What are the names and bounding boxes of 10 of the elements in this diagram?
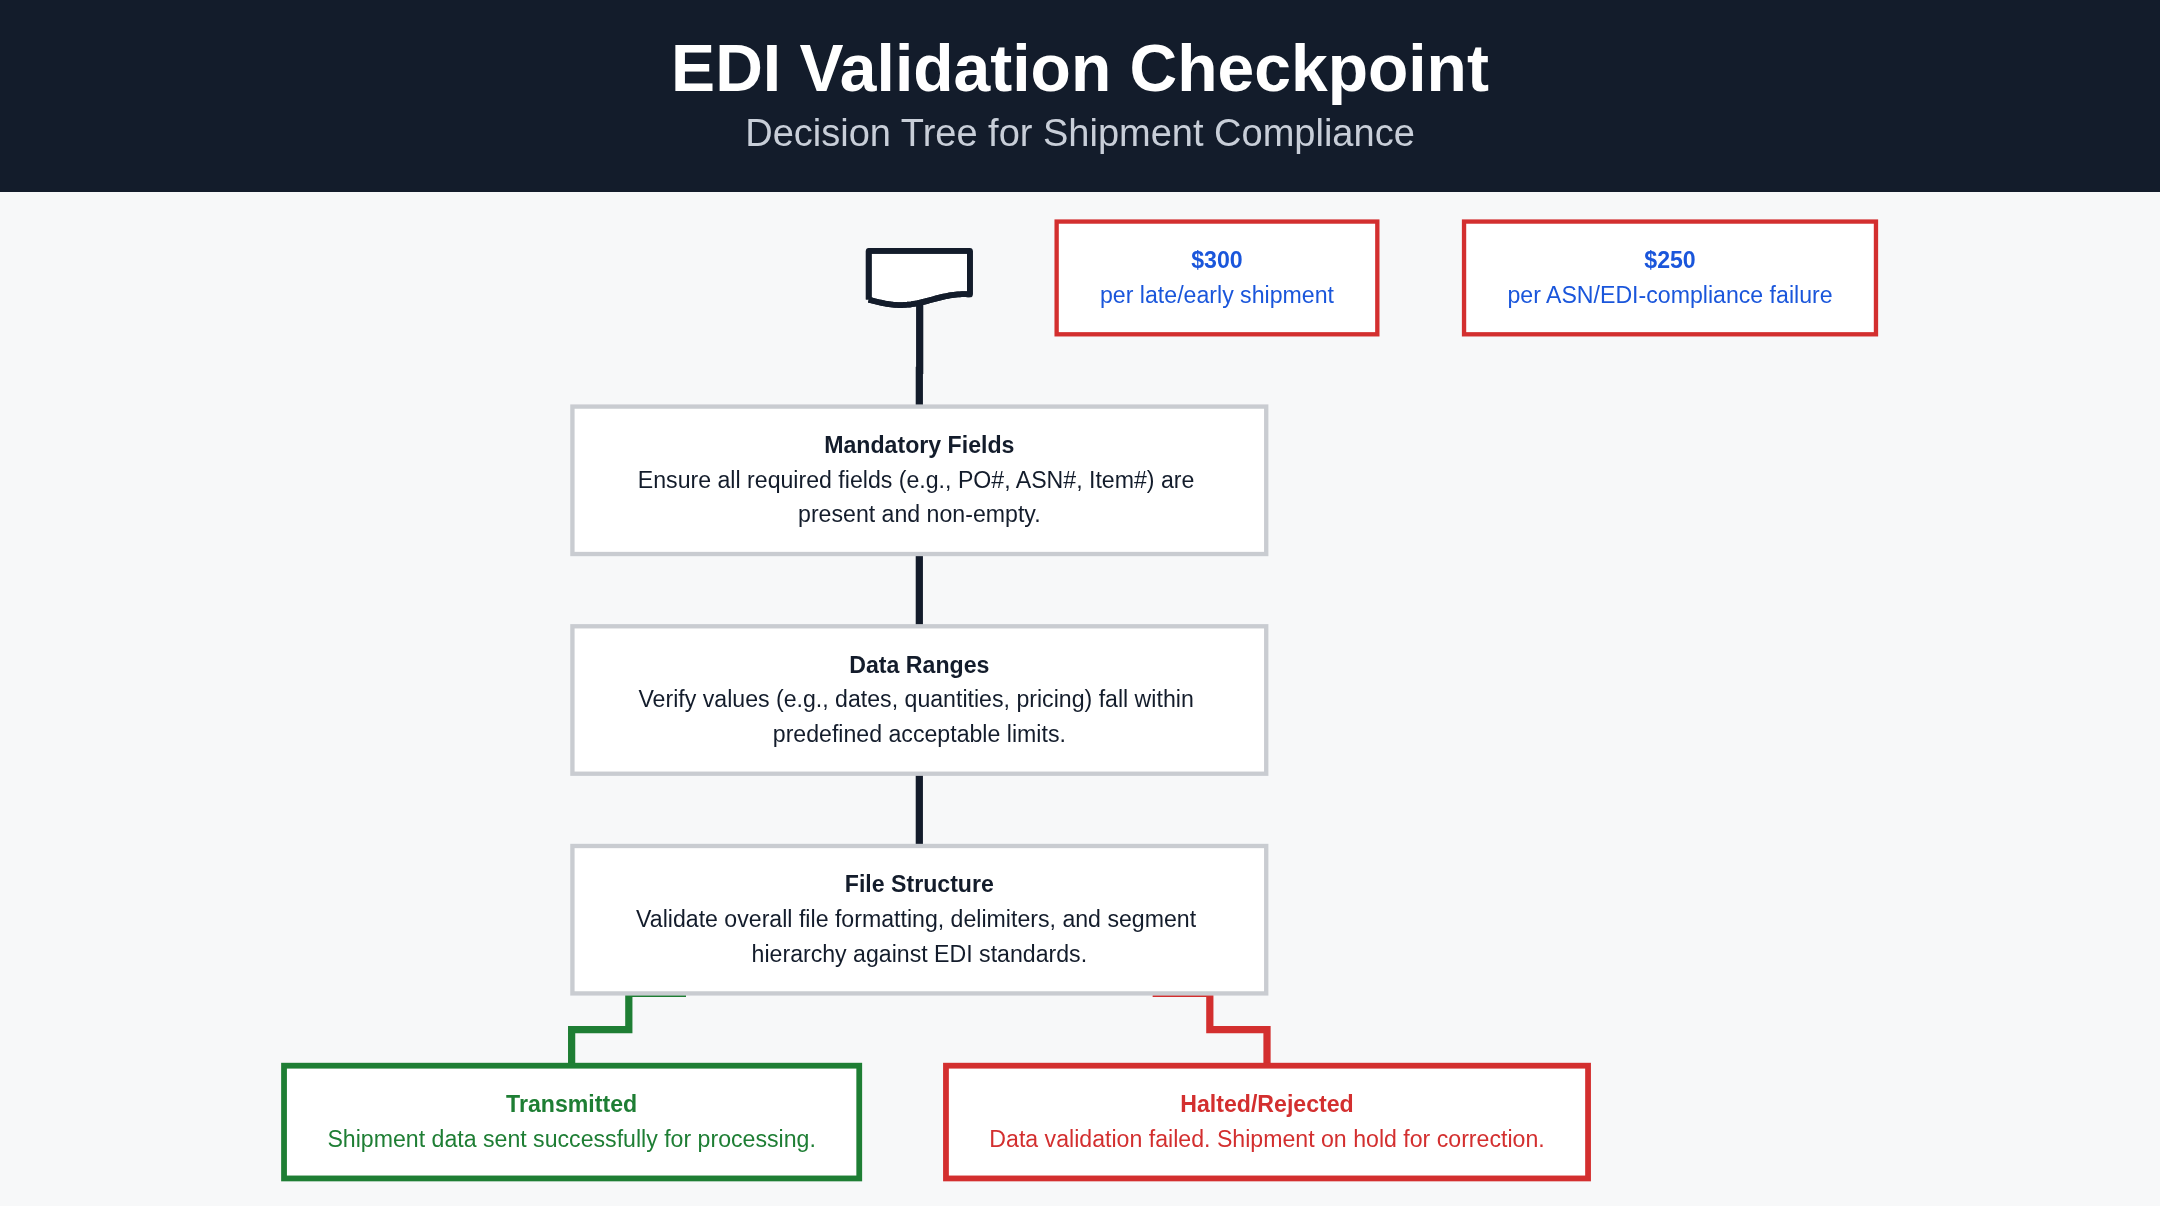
subtitle: Decision Tree for Shipment Compliance <box>744 112 1416 155</box>
node-box <box>570 404 1269 557</box>
node-box <box>570 843 1269 996</box>
title: EDI Validation Checkpoint <box>671 30 1489 106</box>
node-box <box>281 1062 863 1182</box>
flowchart: Mandatory Fields Ensure all required fields (e.g., PO#, ASN#, Item#) are present and non-empty. Data Ranges Verify values (e.g., dates, quantities, pricing) fall within predefined acceptable limits. File Structure Validate overall file formatting, delimiters, and segment hierarchy against EDI standards. Transmitted Shipment data sent successfully for processing. Halted/Rejected Data validation failed. Shipment on hold for correction. $300 per late/early shipment $250 per ASN/EDI-compliance failure <box>30 210 2130 1190</box>
node-box <box>943 1062 1591 1182</box>
node-box <box>570 624 1269 776</box>
node-box <box>1461 219 1879 337</box>
node-box <box>1054 219 1380 337</box>
